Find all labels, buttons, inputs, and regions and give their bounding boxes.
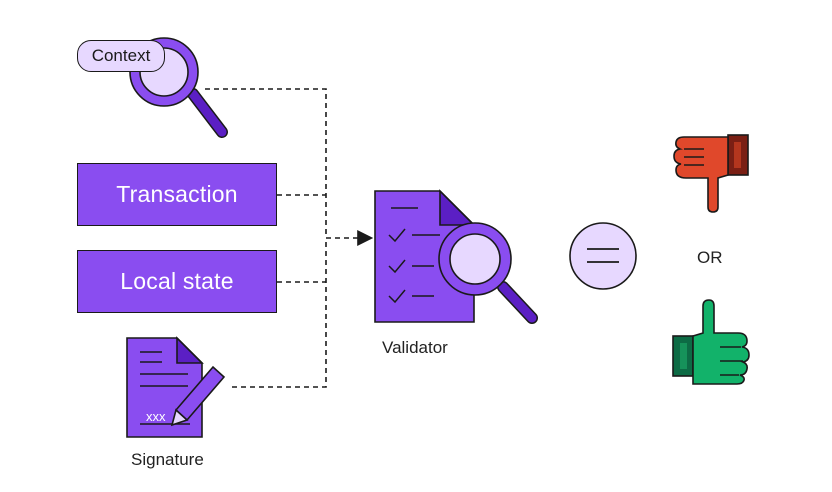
connector-signature (232, 238, 327, 388)
thumbs-down-icon (673, 134, 749, 213)
signature-label: Signature (131, 450, 204, 469)
signature-mark: xxx (146, 409, 166, 424)
equals-icon (569, 222, 637, 290)
thumbs-up-icon (672, 299, 750, 385)
context-label: Context (91, 46, 151, 65)
pen-icon (170, 365, 226, 427)
validator-icon (374, 189, 538, 324)
transaction-label: Transaction (116, 181, 238, 207)
local-state-box: Local state (77, 250, 277, 313)
transaction-box: Transaction (77, 163, 277, 226)
validator-label: Validator (382, 338, 448, 357)
signature-document-icon: xxx (126, 336, 226, 438)
local-state-label: Local state (120, 268, 234, 294)
connector-lines (205, 88, 374, 388)
validator-magnifier-icon (438, 222, 538, 324)
or-label: OR (697, 248, 723, 267)
connector-context (205, 88, 327, 238)
context-pill: Context (77, 40, 165, 72)
